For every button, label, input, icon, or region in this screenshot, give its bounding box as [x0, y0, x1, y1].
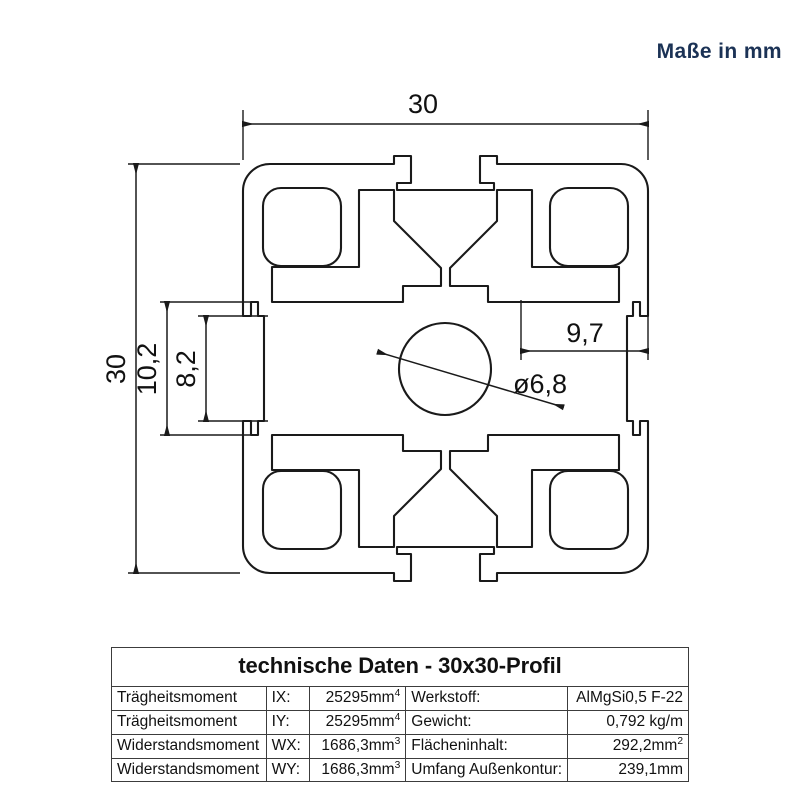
- dimension-label-slot-outer: 10,2: [132, 343, 162, 396]
- dimension-label-height: 30: [101, 354, 131, 384]
- row-value: 25295mm4: [309, 685, 407, 711]
- row-label: Trägheitsmoment: [111, 709, 267, 735]
- row-label-right: Umfang Außenkontur:: [405, 757, 569, 783]
- table-row: Trägheitsmoment IY: 25295mm4 Gewicht: 0,…: [111, 709, 689, 735]
- row-value-right-exponent: 2: [677, 735, 683, 747]
- row-value: 1686,3mm3: [309, 757, 407, 783]
- cavity-bottom-right: [548, 469, 630, 551]
- dimension-height-left: 30: [101, 163, 240, 574]
- row-value: 1686,3mm3: [309, 733, 407, 759]
- dimension-width-top: 30: [242, 89, 649, 160]
- row-value-text: 25295mm: [325, 688, 395, 706]
- dimension-label-width: 30: [408, 89, 438, 119]
- row-value-exponent: 3: [394, 735, 401, 747]
- void-sw: [270, 433, 443, 549]
- table-title: technische Daten - 30x30-Profil: [111, 647, 689, 687]
- dimension-slot-outer: 10,2: [132, 301, 258, 436]
- dimension-center-bore: ø6,8: [376, 348, 567, 411]
- row-value-text: 1686,3mm: [321, 736, 395, 754]
- row-label: Trägheitsmoment: [111, 685, 267, 711]
- cavity-top-left: [261, 186, 343, 268]
- dimension-label-slot-inner: 8,2: [171, 350, 201, 388]
- row-value-right-text: 292,2mm: [612, 736, 678, 754]
- row-value-exponent: 4: [394, 711, 401, 723]
- cavity-bottom-left: [261, 469, 343, 551]
- row-value-text: 1686,3mm: [321, 760, 395, 778]
- row-value-right: 292,2mm2: [567, 733, 689, 759]
- table-title-row: technische Daten - 30x30-Profil: [111, 647, 689, 687]
- row-symbol: WX:: [265, 733, 311, 759]
- table-row: Widerstandsmoment WY: 1686,3mm3 Umfang A…: [111, 757, 689, 783]
- row-value-right-text: AlMgSi0,5 F-22: [576, 688, 683, 706]
- row-value-text: 25295mm: [325, 712, 395, 730]
- technical-data-table: technische Daten - 30x30-Profil Trägheit…: [111, 647, 689, 783]
- row-label-right: Gewicht:: [405, 709, 569, 735]
- table-row: Widerstandsmoment WX: 1686,3mm3 Flächeni…: [111, 733, 689, 759]
- row-symbol: IY:: [265, 709, 311, 735]
- units-note: Maße in mm: [656, 40, 782, 63]
- dimension-slot-inner: 8,2: [171, 315, 268, 422]
- dimension-label-center-bore: ø6,8: [513, 369, 567, 399]
- row-label: Widerstandsmoment: [111, 733, 267, 759]
- row-value-right: 239,1mm: [567, 757, 689, 783]
- table-row: Trägheitsmoment IX: 25295mm4 Werkstoff: …: [111, 685, 689, 711]
- row-value-exponent: 4: [394, 687, 401, 699]
- profile-drawing: 30 30 10,2 8,2 9,7: [101, 89, 650, 583]
- row-symbol: IX:: [265, 685, 311, 711]
- row-value-right-text: 239,1mm: [618, 760, 683, 778]
- row-label-right: Werkstoff:: [405, 685, 569, 711]
- void-nw: [270, 188, 443, 304]
- table-body: Trägheitsmoment IX: 25295mm4 Werkstoff: …: [111, 685, 689, 783]
- row-value: 25295mm4: [309, 709, 407, 735]
- void-se: [448, 433, 621, 549]
- row-label-right: Flächeninhalt:: [405, 733, 569, 759]
- dimension-label-rib-offset: 9,7: [566, 318, 604, 348]
- void-ne: [448, 188, 621, 304]
- row-symbol: WY:: [265, 757, 311, 783]
- row-value-right-text: 0,792 kg/m: [606, 712, 683, 730]
- cavity-top-right: [548, 186, 630, 268]
- row-value-right: AlMgSi0,5 F-22: [567, 685, 689, 711]
- row-label: Widerstandsmoment: [111, 757, 267, 783]
- center-bore-circle: [397, 321, 493, 417]
- row-value-right: 0,792 kg/m: [567, 709, 689, 735]
- profile-geometry: [241, 154, 650, 583]
- row-value-exponent: 3: [394, 759, 401, 771]
